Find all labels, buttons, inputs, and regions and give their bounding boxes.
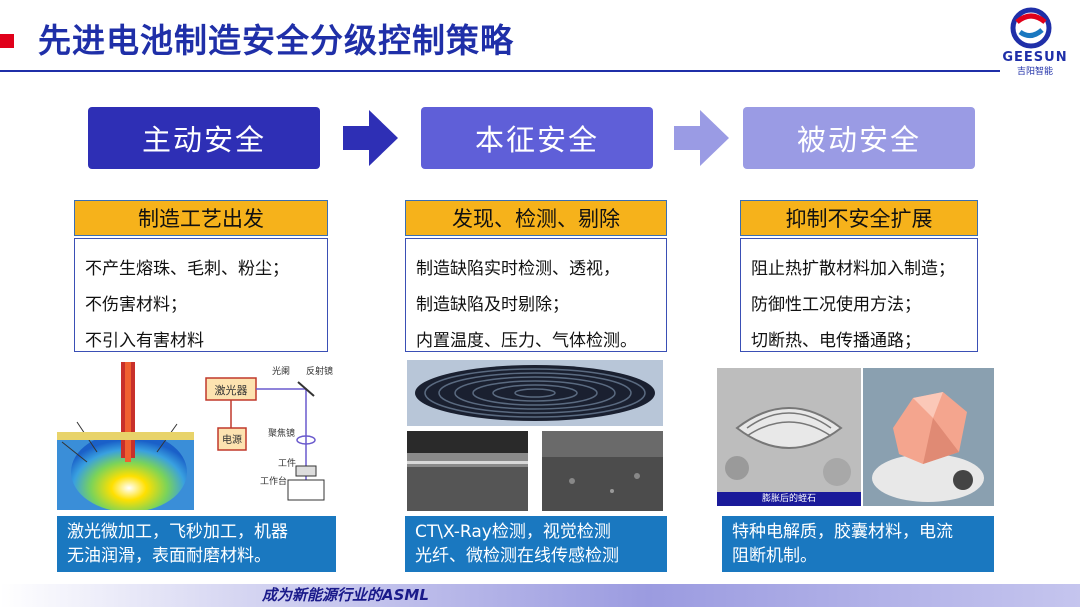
list-item: 切断热、电传播通路；: [751, 331, 921, 351]
footer-slogan: 成为新能源行业的ASML: [262, 586, 429, 604]
caption-line: 光纤、微检测在线传感检测: [415, 546, 619, 566]
laser-ablation-image: [57, 362, 194, 510]
heading-detection: 发现、检测、剔除: [405, 200, 667, 236]
caption-line: 阻断机制。: [732, 546, 817, 566]
caption-intrinsic-safety: CT\X-Ray检测，视觉检测 光纤、微检测在线传感检测: [405, 516, 667, 572]
caption-line: 无油润滑，表面耐磨材料。: [67, 546, 271, 566]
sem-cross-section-image: [407, 431, 528, 511]
list-item: 阻止热扩散材料加入制造；: [751, 259, 955, 279]
footer-bar: [0, 584, 1080, 607]
list-item: 内置温度、压力、气体检测。: [416, 331, 637, 351]
heading-suppression: 抑制不安全扩展: [740, 200, 978, 236]
list-item: 不伤害材料；: [85, 295, 187, 315]
caption-active-safety: 激光微加工，飞秒加工，机器 无油润滑，表面耐磨材料。: [57, 516, 336, 572]
vermiculite-sem-image: 膨胀后的蛭石: [717, 368, 861, 506]
logo-text: GEESUN: [1002, 50, 1068, 65]
arrow-right-icon: [343, 110, 398, 166]
list-item: 制造缺陷及时剔除；: [416, 295, 569, 315]
heading-process: 制造工艺出发: [74, 200, 328, 236]
diagram-aperture-label: 光阑: [272, 365, 290, 377]
diagram-lens-label: 聚焦镜: [268, 427, 295, 439]
geesun-logo-icon: [1010, 7, 1052, 49]
arrow-right-icon: [674, 110, 729, 166]
list-item: 不产生熔珠、毛刺、粉尘；: [85, 259, 289, 279]
list-item: 防御性工况使用方法；: [751, 295, 921, 315]
electrode-spiral-image: [407, 360, 663, 426]
laser-setup-diagram: 激光器 电源 光阑 反射镜 聚焦镜 工件 工作台: [198, 362, 338, 510]
list-active-safety: 不产生熔珠、毛刺、粉尘； 不伤害材料； 不引入有害材料: [74, 238, 328, 352]
active-safety-block: 主动安全: [88, 107, 320, 169]
mineral-crystal-image: [863, 368, 994, 506]
title-accent-mark: [0, 34, 14, 48]
list-passive-safety: 阻止热扩散材料加入制造； 防御性工况使用方法； 切断热、电传播通路；: [740, 238, 978, 352]
caption-line: 激光微加工，飞秒加工，机器: [67, 522, 288, 542]
page-title: 先进电池制造安全分级控制策略: [38, 21, 514, 60]
logo-subtext: 吉阳智能: [1016, 67, 1053, 77]
intrinsic-safety-block: 本征安全: [421, 107, 653, 169]
title-divider: [0, 70, 1000, 72]
sem-caption: 膨胀后的蛭石: [717, 492, 861, 506]
sem-surface-image: [542, 431, 663, 511]
list-item: 不引入有害材料: [85, 331, 204, 351]
diagram-power-label: 电源: [222, 433, 242, 446]
caption-line: CT\X-Ray检测，视觉检测: [415, 522, 611, 542]
caption-line: 特种电解质，胶囊材料，电流: [732, 522, 953, 542]
diagram-mirror-label: 反射镜: [306, 365, 333, 377]
caption-passive-safety: 特种电解质，胶囊材料，电流 阻断机制。: [722, 516, 994, 572]
list-intrinsic-safety: 制造缺陷实时检测、透视， 制造缺陷及时剔除； 内置温度、压力、气体检测。: [405, 238, 667, 352]
diagram-laser-label: 激光器: [215, 383, 248, 397]
list-item: 制造缺陷实时检测、透视，: [416, 259, 620, 279]
passive-safety-block: 被动安全: [743, 107, 975, 169]
diagram-stage-label: 工作台: [260, 475, 287, 487]
diagram-workpiece-label: 工件: [278, 457, 296, 469]
